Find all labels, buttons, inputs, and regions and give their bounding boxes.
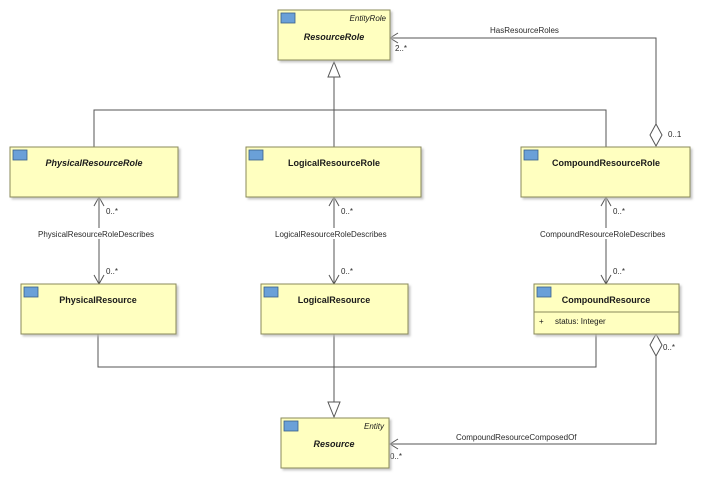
class-logical-resource[interactable]: LogicalResource	[260, 283, 409, 335]
class-icon	[263, 286, 279, 298]
resource-stereotype: Entity	[364, 422, 385, 431]
association-has-resource-roles[interactable]: HasResourceRoles 2..* 0..1	[389, 26, 682, 148]
logical-resource-name: LogicalResource	[298, 295, 371, 305]
logical-resource-role-name: LogicalResourceRole	[288, 158, 380, 168]
generalization-roles-to-resourcerole[interactable]	[93, 60, 607, 147]
class-icon	[536, 286, 552, 298]
compound-describes-mult-top: 0..*	[613, 207, 625, 216]
class-icon	[280, 12, 296, 24]
class-physical-resource[interactable]: PhysicalResource	[20, 283, 177, 335]
class-icon	[523, 149, 539, 161]
class-physical-resource-role[interactable]: PhysicalResourceRole	[9, 146, 179, 198]
class-compound-resource-role[interactable]: CompoundResourceRole	[520, 146, 691, 198]
class-resource[interactable]: Entity Resource	[280, 417, 390, 469]
class-resource-role[interactable]: EntityRole ResourceRole	[277, 9, 391, 61]
class-icon	[12, 149, 28, 161]
composed-of-mult-resource: 0..*	[390, 452, 402, 461]
class-icon	[23, 286, 39, 298]
compound-describes-label: CompoundResourceRoleDescribes	[540, 230, 665, 239]
has-resource-roles-mult-role: 2..*	[395, 44, 407, 53]
compound-resource-attr-status: status: Integer	[555, 317, 606, 326]
class-compound-resource[interactable]: CompoundResource + status: Integer	[533, 283, 680, 335]
logical-describes-mult-top: 0..*	[341, 207, 353, 216]
association-composed-of[interactable]: CompoundResourceComposedOf 0..* 0..*	[389, 332, 675, 461]
class-icon	[283, 420, 299, 432]
resource-role-name: ResourceRole	[304, 32, 365, 42]
association-logical-describes[interactable]: LogicalResourceRoleDescribes 0..* 0..*	[273, 195, 395, 286]
resource-name: Resource	[313, 439, 354, 449]
composed-of-label: CompoundResourceComposedOf	[456, 433, 577, 442]
composed-of-mult-compound: 0..*	[663, 343, 675, 352]
physical-describes-label: PhysicalResourceRoleDescribes	[38, 230, 154, 239]
association-compound-describes[interactable]: CompoundResourceRoleDescribes 0..* 0..*	[538, 195, 676, 286]
class-icon	[248, 149, 264, 161]
logical-describes-label: LogicalResourceRoleDescribes	[275, 230, 387, 239]
has-resource-roles-label: HasResourceRoles	[490, 26, 559, 35]
compound-resource-attr-visibility: +	[539, 317, 544, 326]
has-resource-roles-mult-compound: 0..1	[668, 130, 682, 139]
resource-role-stereotype: EntityRole	[350, 14, 387, 23]
physical-describes-mult-bottom: 0..*	[106, 267, 118, 276]
compound-resource-name: CompoundResource	[562, 295, 651, 305]
compound-resource-role-name: CompoundResourceRole	[552, 158, 660, 168]
association-physical-describes[interactable]: PhysicalResourceRoleDescribes 0..* 0..*	[36, 195, 162, 286]
physical-describes-mult-top: 0..*	[106, 207, 118, 216]
class-logical-resource-role[interactable]: LogicalResourceRole	[245, 146, 422, 198]
logical-describes-mult-bottom: 0..*	[341, 267, 353, 276]
physical-resource-role-name: PhysicalResourceRole	[45, 158, 142, 168]
generalization-resources-to-resource[interactable]	[97, 334, 597, 419]
compound-describes-mult-bottom: 0..*	[613, 267, 625, 276]
physical-resource-name: PhysicalResource	[59, 295, 137, 305]
